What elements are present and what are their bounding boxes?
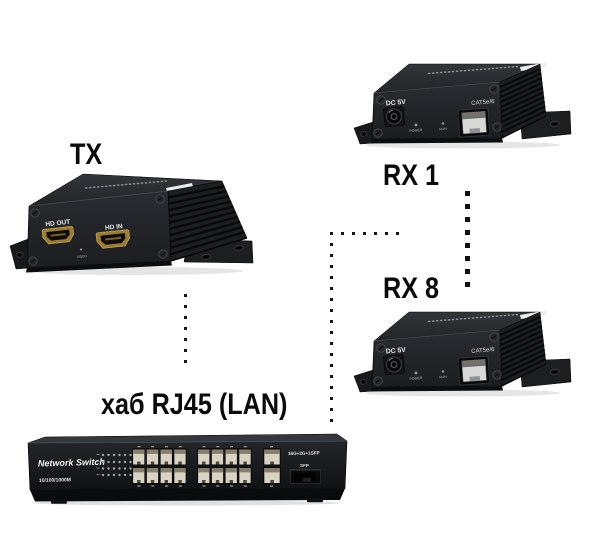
switch-speed-label: 10/100/1000M — [39, 477, 71, 484]
rx1-device — [350, 54, 574, 155]
hub-label: хаб RJ45 (LAN) — [101, 388, 288, 421]
led-grid — [96, 453, 132, 477]
tx-device: HD OUT HD IN VIDEO — [8, 168, 260, 288]
rx1-label: RX 1 — [383, 159, 440, 192]
video-label: VIDEO — [77, 254, 88, 259]
video-led — [79, 248, 83, 251]
dotted-line-tx-to-hub — [184, 294, 187, 364]
hdmi-out-port — [41, 226, 75, 245]
hd-out-label: HD OUT — [45, 219, 71, 229]
network-switch: Network Switch 10/100/1000M — [23, 426, 348, 511]
sfp-label: SFP — [300, 463, 309, 468]
dotted-line-hub-vertical — [330, 232, 333, 423]
switch-brand: Network Switch — [38, 457, 106, 469]
uplink-label: 16G+2G+1SFP — [288, 450, 320, 456]
hdmi-in-port — [95, 229, 130, 249]
switch-base — [30, 488, 345, 502]
rx8-label: RX 8 — [383, 272, 440, 305]
dotted-line-hub-horizontal — [341, 232, 402, 235]
sfp-slot — [290, 469, 321, 484]
hd-in-label: HD IN — [105, 223, 124, 232]
tx-label: TX — [70, 138, 103, 171]
dotted-line-rx-ellipsis — [465, 191, 470, 288]
rx8-device — [350, 302, 574, 403]
